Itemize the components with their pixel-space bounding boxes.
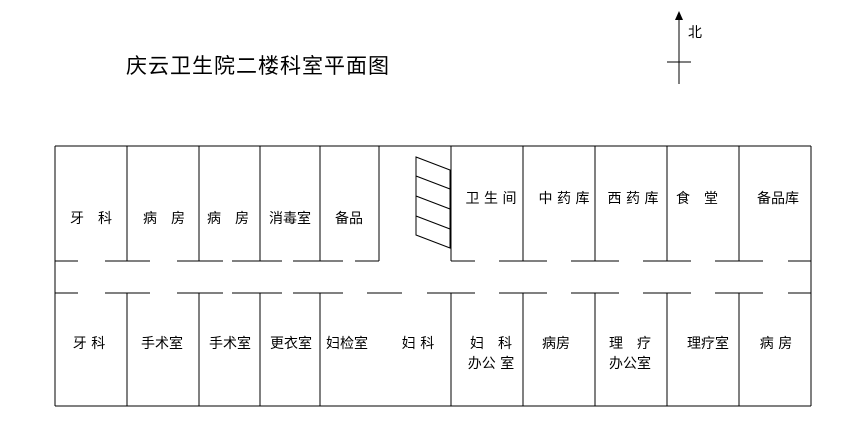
room-label-supply-storage: 备品库 [757, 191, 799, 207]
page-title: 庆云卫生院二楼科室平面图 [126, 54, 390, 78]
staircase [415, 156, 451, 249]
room-label-chinese-pharmacy: 中 药 库 [538, 191, 590, 207]
room-label-dental-north: 牙 科 [70, 211, 112, 227]
stair-step [415, 175, 451, 190]
north-arrow-icon [675, 11, 683, 20]
room-label-supply-room: 备品 [335, 211, 363, 227]
room-label-operating-room-1: 手术室 [141, 336, 183, 352]
room-label-canteen: 食 堂 [676, 191, 718, 207]
room-label-gyn-exam-room: 妇检室 [326, 336, 368, 352]
room-label-ward-north-1: 病 房 [143, 211, 185, 227]
room-label-gyn-office: 妇 科 办公 室 [467, 336, 515, 372]
stair-step [415, 195, 451, 210]
room-label-physio-room: 理疗室 [687, 336, 729, 352]
room-label-ward-south-2: 病 房 [759, 336, 793, 352]
room-label-disinfection-room: 消毒室 [269, 211, 311, 227]
room-label-operating-room-2: 手术室 [209, 336, 251, 352]
room-label-ward-north-2: 病 房 [207, 211, 249, 227]
room-label-western-pharmacy: 西 药 库 [607, 191, 659, 207]
room-label-changing-room: 更衣室 [270, 336, 312, 352]
room-label-physio-office: 理 疗 办公室 [609, 336, 651, 372]
north-label: 北 [688, 25, 702, 41]
room-label-dental-south: 牙 科 [72, 336, 106, 352]
room-label-ward-south-1: 病房 [542, 336, 570, 352]
room-label-gynecology: 妇 科 [401, 336, 435, 352]
stair-step [415, 215, 451, 230]
room-label-restroom: 卫 生 间 [465, 191, 517, 207]
